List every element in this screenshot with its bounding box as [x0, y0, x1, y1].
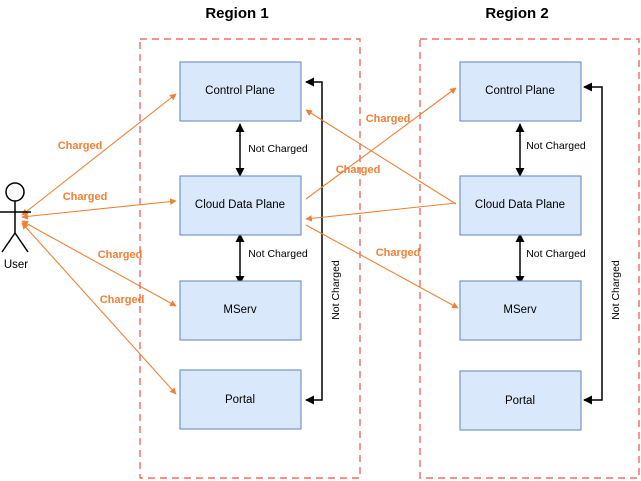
region-2-boundary [419, 38, 640, 479]
r2-mserv-label: MServ [503, 304, 536, 316]
r1-mserv-label: MServ [223, 304, 256, 316]
r1-to-r2-control-plane-label: Charged [366, 113, 411, 125]
user-to-r1-cloud-data-plane-label: Charged [63, 191, 108, 203]
r1-cloud-data-plane-box[interactable] [179, 175, 302, 236]
r1-to-r2-control-plane-arrow [305, 87, 457, 200]
r2-cloud-data-plane-box[interactable] [459, 175, 582, 236]
r1-to-r2-mserv-arrow [305, 224, 459, 309]
r1-mserv-box[interactable] [179, 280, 302, 341]
r1-control-plane-label: Control Plane [205, 85, 275, 97]
r2-cp-portal-label: Not Charged [610, 260, 622, 320]
r1-cloud-data-plane-label: Cloud Data Plane [195, 199, 285, 211]
user-to-r1-mserv-label: Charged [98, 249, 143, 261]
r1-cp-cdp-label: Not Charged [248, 143, 308, 155]
r2-control-plane-label: Control Plane [485, 85, 555, 97]
r2-cp-portal-bus [583, 82, 603, 405]
r2-mserv-box[interactable] [459, 280, 582, 341]
r2-control-plane-box[interactable] [459, 61, 582, 122]
user-to-r1-cloud-data-plane-arrow [21, 198, 177, 220]
user-actor-label: User [4, 259, 28, 271]
user-to-r1-portal-label: Charged [100, 294, 145, 306]
r2-portal-box[interactable] [459, 370, 582, 431]
user-to-r1-control-plane-label: Charged [58, 140, 103, 152]
r1-cdp-mserv-label: Not Charged [248, 248, 308, 260]
user-to-r1-portal-arrow [21, 222, 177, 395]
r2-cdp-mserv-label: Not Charged [526, 248, 586, 260]
r2-to-r1-control-plane-arrow [305, 109, 457, 205]
r2-cdp-to-r1-cdp-arrow [305, 202, 457, 222]
r1-cp-portal-bus [305, 77, 323, 405]
r2-to-r1-cloud-data-plane-label: Charged [336, 164, 381, 176]
user-to-r1-control-plane-arrow [21, 93, 177, 216]
r2-cp-cdp-label: Not Charged [526, 140, 586, 152]
r1-portal-label: Portal [225, 394, 255, 406]
r1-cp-portal-label: Not Charged [330, 260, 342, 320]
r2-portal-label: Portal [505, 395, 535, 407]
r1-to-r2-mserv-label: Charged [376, 247, 421, 259]
user-actor-icon[interactable] [0, 182, 31, 253]
region-2-title: Region 2 [485, 5, 548, 22]
r1-portal-box[interactable] [179, 369, 302, 430]
r2-cloud-data-plane-label: Cloud Data Plane [475, 199, 565, 211]
region-1-title: Region 1 [205, 5, 268, 22]
r1-control-plane-box[interactable] [179, 61, 302, 122]
